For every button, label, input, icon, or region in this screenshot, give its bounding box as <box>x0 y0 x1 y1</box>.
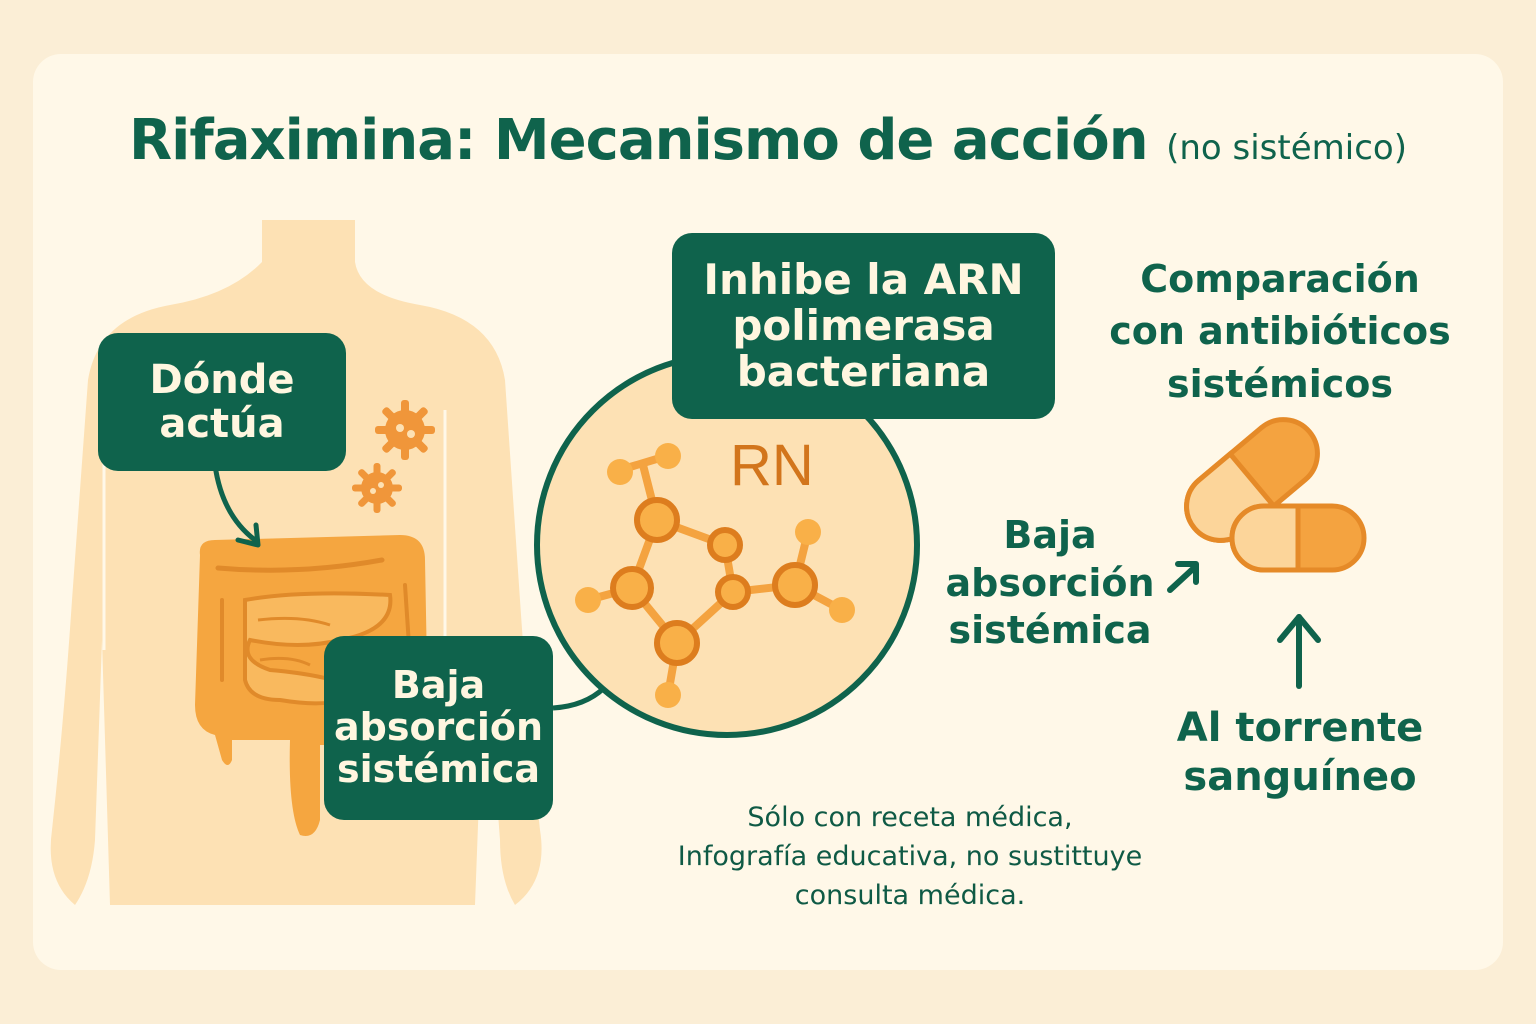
mechanism-line-2: polimerasa <box>732 300 995 350</box>
where-acts-box: Dónde actúa <box>98 333 346 471</box>
page-title: Rifaximina: Mecanismo de acción (no sist… <box>0 108 1536 173</box>
mechanism-line-1: Inhibe la ARN <box>703 254 1024 304</box>
sys-absorption-line-3: sistémica <box>948 608 1152 652</box>
low-absorption-box: Baja absorción sistémica <box>324 636 553 820</box>
disclaimer-line-3: consulta médica. <box>794 880 1026 912</box>
absorption-line-3: sistémica <box>337 746 540 791</box>
where-line-1: Dónde <box>149 357 295 403</box>
mechanism-box: Inhibe la ARN polimerasa bacteriana <box>672 233 1055 419</box>
comparison-heading: Comparación con antibióticos sistémicos <box>1090 253 1470 410</box>
title-main: Rifaximina: Mecanismo de acción <box>129 108 1149 173</box>
sys-absorption-line-2: absorción <box>945 560 1155 605</box>
disclaimer-line-1: Sólo con receta médica, <box>747 802 1073 833</box>
mechanism-line-3: bacteriana <box>736 347 991 397</box>
absorption-line-2: absorción <box>333 705 544 750</box>
comparison-line-2: con antibióticos <box>1109 309 1451 354</box>
sys-absorption-line-1: Baja <box>1003 513 1097 557</box>
title-subtitle: (no sistémico) <box>1166 128 1407 168</box>
comparison-line-1: Comparación <box>1140 257 1420 301</box>
bloodstream-label: Al torrente sanguíneo <box>1150 704 1450 802</box>
circle-label: RN <box>730 433 814 498</box>
disclaimer: Sólo con receta médica, Infografía educa… <box>640 798 1180 915</box>
systemic-absorption-label: Baja absorción sistémica <box>930 512 1170 655</box>
comparison-line-3: sistémicos <box>1166 361 1394 406</box>
bacteria-icon <box>352 463 402 513</box>
bloodstream-line-1: Al torrente <box>1176 705 1424 751</box>
bacteria-icon <box>375 400 435 460</box>
where-line-2: actúa <box>159 401 285 447</box>
absorption-line-1: Baja <box>391 663 486 708</box>
disclaimer-line-2: Infografía educativa, no sustittuye <box>677 841 1143 873</box>
bloodstream-line-2: sanguíneo <box>1183 753 1417 800</box>
